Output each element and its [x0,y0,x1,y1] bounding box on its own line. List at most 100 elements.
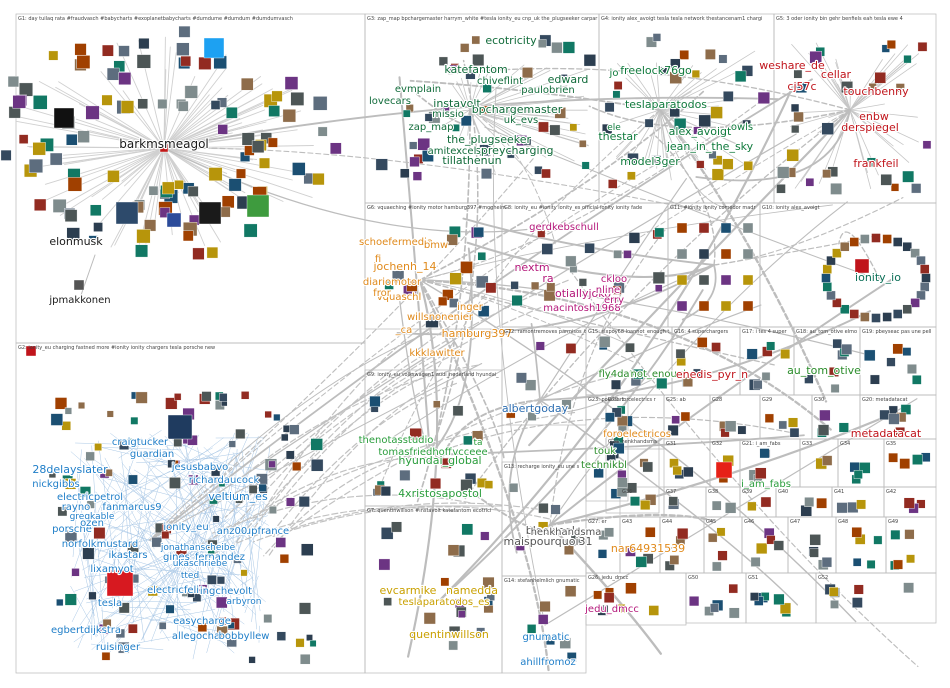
node-avatar[interactable] [728,583,739,594]
node-avatar[interactable] [187,185,199,197]
node-avatar[interactable] [400,168,410,179]
node-avatar[interactable] [157,98,168,109]
node-avatar[interactable] [565,343,577,354]
node-avatar[interactable] [74,43,87,56]
node-avatar[interactable] [71,568,80,577]
node-avatar[interactable] [208,167,223,182]
hub-node[interactable] [159,143,169,153]
node-avatar[interactable] [538,39,547,48]
node-avatar[interactable] [300,654,311,665]
twitter-logo-node[interactable] [203,37,225,59]
node-avatar[interactable] [743,161,753,171]
node-avatar[interactable] [836,502,848,514]
node-avatar[interactable] [192,247,205,260]
node-avatar[interactable] [708,150,717,159]
node-avatar[interactable] [892,343,904,355]
node-avatar[interactable] [198,584,208,594]
node-avatar[interactable] [18,134,29,144]
node-avatar[interactable] [380,486,391,497]
node-avatar[interactable] [564,545,574,555]
youtube-icon[interactable] [715,461,733,479]
node-avatar[interactable] [866,560,876,569]
node-avatar[interactable] [88,591,97,600]
node-avatar[interactable] [880,174,892,186]
node-avatar[interactable] [438,56,448,66]
node-avatar[interactable] [251,140,265,153]
node-avatar[interactable] [922,140,932,150]
node-avatar[interactable] [874,72,886,84]
node-avatar[interactable] [64,209,78,222]
node-avatar[interactable] [218,393,228,402]
node-avatar[interactable] [284,76,299,90]
node-avatar[interactable] [227,622,235,629]
node-avatar[interactable] [64,407,72,415]
node-avatar[interactable] [118,72,132,85]
node-avatar[interactable] [635,556,647,568]
node-avatar[interactable] [625,342,635,353]
node-avatar[interactable] [902,347,912,356]
node-avatar[interactable] [176,42,190,56]
node-avatar[interactable] [840,241,850,252]
node-avatar[interactable] [82,547,95,560]
node-avatar[interactable] [19,82,33,97]
node-avatar[interactable] [169,477,181,489]
node-avatar[interactable] [817,424,830,436]
node-avatar[interactable] [832,338,842,349]
node-avatar[interactable] [625,546,636,557]
node-avatar[interactable] [696,160,705,169]
node-avatar[interactable] [671,415,680,424]
node-avatar[interactable] [228,440,236,448]
node-avatar[interactable] [128,474,138,485]
node-avatar[interactable] [648,605,659,616]
node-avatar[interactable] [463,435,473,446]
node-avatar[interactable] [717,550,728,561]
node-avatar[interactable] [912,454,923,465]
node-avatar[interactable] [565,255,577,267]
node-avatar[interactable] [676,248,688,260]
node-avatar[interactable] [447,544,460,556]
node-avatar[interactable] [281,433,289,442]
node-avatar[interactable] [312,172,325,186]
node-avatar[interactable] [537,229,546,238]
node-avatar[interactable] [136,54,151,69]
node-avatar[interactable] [644,118,654,128]
node-avatar[interactable] [298,496,310,508]
node-avatar[interactable] [724,420,737,432]
node-avatar[interactable] [766,341,776,351]
node-avatar[interactable] [795,81,807,93]
node-avatar[interactable] [267,137,278,148]
node-avatar[interactable] [822,455,833,466]
node-avatar[interactable] [599,336,611,348]
node-avatar[interactable] [617,415,628,427]
node-avatar[interactable] [485,282,497,294]
node-avatar[interactable] [471,35,481,45]
node-avatar[interactable] [888,405,898,415]
node-avatar[interactable] [440,577,450,587]
node-avatar[interactable] [207,539,218,550]
node-avatar[interactable] [910,298,920,308]
node-avatar[interactable] [93,527,106,539]
node-avatar[interactable] [406,280,418,292]
node-avatar[interactable] [510,281,519,290]
node-avatar[interactable] [392,270,405,283]
node-avatar[interactable] [101,94,113,106]
node-avatar[interactable] [756,542,768,555]
node-avatar[interactable] [188,474,199,486]
node-avatar[interactable] [777,166,790,179]
node-avatar[interactable] [773,593,785,605]
node-avatar[interactable] [148,185,159,196]
node-avatar[interactable] [399,469,411,481]
node-avatar[interactable] [539,601,551,612]
node-avatar[interactable] [652,271,665,284]
node-avatar[interactable] [859,462,871,474]
node-avatar[interactable] [793,69,803,79]
node-avatar[interactable] [48,470,57,479]
spacex-node[interactable] [198,201,222,225]
node-avatar[interactable] [458,610,466,618]
node-avatar[interactable] [115,628,126,639]
node-avatar[interactable] [516,372,527,384]
node-avatar[interactable] [723,91,734,102]
node-avatar[interactable] [460,115,472,127]
node-avatar[interactable] [691,69,700,78]
node-avatar[interactable] [506,408,516,419]
